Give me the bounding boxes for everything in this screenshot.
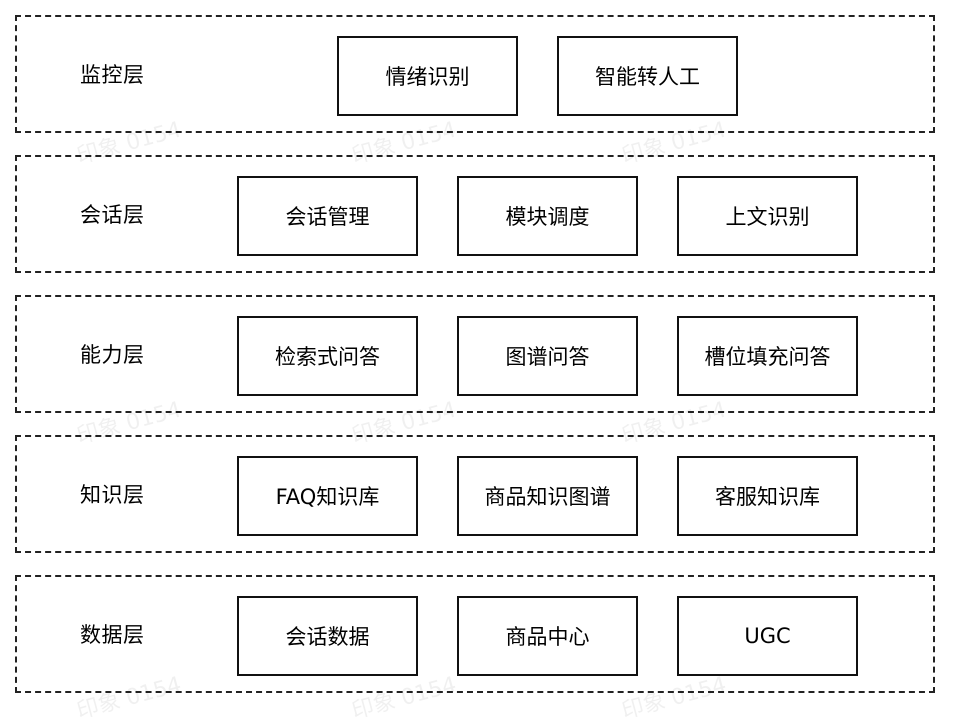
box-graph-qa[interactable]: 图谱问答 — [457, 316, 638, 396]
layer-session: 会话层 会话管理 模块调度 上文识别 — [15, 155, 935, 273]
layer-label: 知识层 — [80, 483, 145, 507]
layer-knowledge: 知识层 FAQ知识库 商品知识图谱 客服知识库 — [15, 435, 935, 553]
layer-label: 会话层 — [80, 203, 145, 227]
box-retrieval-qa[interactable]: 检索式问答 — [237, 316, 418, 396]
box-ugc[interactable]: UGC — [677, 596, 858, 676]
layer-label: 数据层 — [80, 623, 145, 647]
box-product-knowledge-graph[interactable]: 商品知识图谱 — [457, 456, 638, 536]
box-session-data[interactable]: 会话数据 — [237, 596, 418, 676]
box-customer-service-knowledge-base[interactable]: 客服知识库 — [677, 456, 858, 536]
box-module-scheduling[interactable]: 模块调度 — [457, 176, 638, 256]
layer-label: 监控层 — [80, 63, 145, 87]
layer-capability: 能力层 检索式问答 图谱问答 槽位填充问答 — [15, 295, 935, 413]
box-slot-filling-qa[interactable]: 槽位填充问答 — [677, 316, 858, 396]
box-context-recognition[interactable]: 上文识别 — [677, 176, 858, 256]
box-product-center[interactable]: 商品中心 — [457, 596, 638, 676]
layer-monitoring: 监控层 情绪识别 智能转人工 — [15, 15, 935, 133]
layer-label: 能力层 — [80, 343, 145, 367]
box-smart-transfer-to-human[interactable]: 智能转人工 — [557, 36, 738, 116]
box-faq-knowledge-base[interactable]: FAQ知识库 — [237, 456, 418, 536]
box-session-management[interactable]: 会话管理 — [237, 176, 418, 256]
layer-data: 数据层 会话数据 商品中心 UGC — [15, 575, 935, 693]
box-emotion-recognition[interactable]: 情绪识别 — [337, 36, 518, 116]
